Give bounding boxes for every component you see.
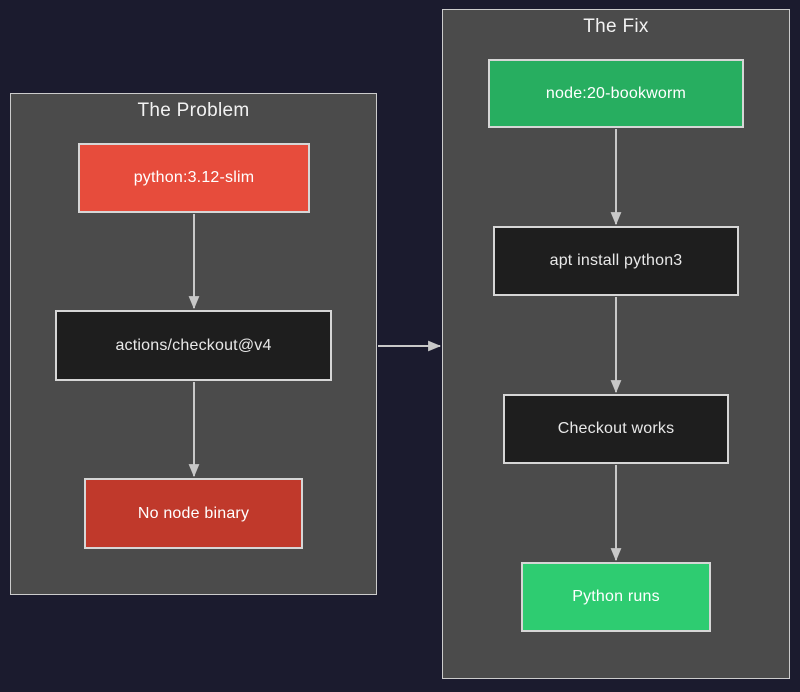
cluster-fix-title: The Fix (583, 16, 649, 37)
node-no-node-binary: No node binary (84, 478, 303, 549)
node-actions-checkout-label: actions/checkout@v4 (115, 336, 272, 354)
node-checkout-works: Checkout works (503, 394, 729, 464)
node-apt-install-label: apt install python3 (549, 252, 683, 269)
node-node-image: node:20-bookworm (488, 59, 744, 128)
cluster-problem-title: The Problem (137, 100, 250, 121)
node-no-node-binary-label: No node binary (137, 504, 250, 522)
node-python-runs: Python runs (521, 562, 711, 632)
node-python-image: python:3.12-slim (78, 143, 310, 213)
node-checkout-works-label: Checkout works (557, 420, 675, 437)
node-python-runs-label: Python runs (572, 588, 660, 605)
node-node-image-label: node:20-bookworm (545, 84, 687, 102)
node-apt-install: apt install python3 (493, 226, 739, 296)
node-actions-checkout: actions/checkout@v4 (55, 310, 332, 381)
node-python-image-label: python:3.12-slim (133, 169, 255, 186)
